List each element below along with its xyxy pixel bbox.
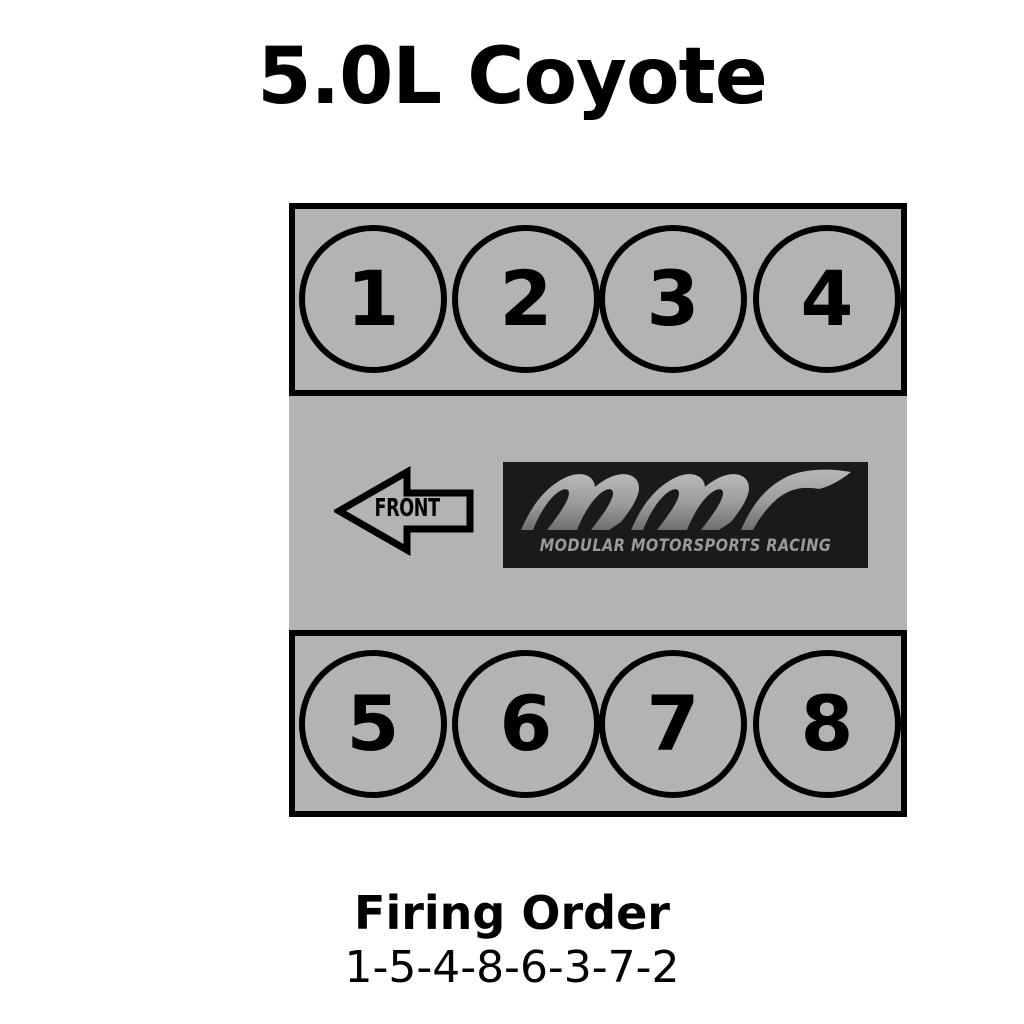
cylinder-1[interactable]: 1 [299,225,447,373]
cylinder-2-label: 2 [499,254,553,343]
cylinder-3-label: 3 [646,254,700,343]
cylinder-3[interactable]: 3 [599,225,747,373]
cylinder-row-top: 1 2 3 4 [295,209,901,390]
cylinder-bank-bottom: 5 6 7 8 [289,630,907,817]
cylinder-4[interactable]: 4 [753,225,901,373]
cylinder-1-label: 1 [346,254,400,343]
firing-order-heading: Firing Order [354,886,670,940]
cylinder-4-label: 4 [800,254,854,343]
page-title: 5.0L Coyote [257,32,767,122]
engine-block: 1 2 3 4 FRONT [289,203,907,817]
cylinder-8-label: 8 [800,679,854,768]
cylinder-5-label: 5 [346,679,400,768]
cylinder-8[interactable]: 8 [753,650,901,798]
mmr-wordmark-icon [503,462,868,542]
mmr-logo: MODULAR MOTORSPORTS RACING [503,462,868,568]
cylinder-2[interactable]: 2 [452,225,600,373]
cylinder-row-bottom: 5 6 7 8 [295,636,901,811]
mmr-tagline: MODULAR MOTORSPORTS RACING [539,536,832,556]
firing-order-sequence: 1-5-4-8-6-3-7-2 [344,942,680,993]
cylinder-6-label: 6 [499,679,553,768]
cylinder-5[interactable]: 5 [299,650,447,798]
cylinder-bank-top: 1 2 3 4 [289,203,907,396]
cylinder-7-label: 7 [646,679,700,768]
cylinder-7[interactable]: 7 [599,650,747,798]
cylinder-6[interactable]: 6 [452,650,600,798]
front-arrow-label: FRONT [374,493,441,522]
front-direction-arrow-icon: FRONT [334,466,474,556]
